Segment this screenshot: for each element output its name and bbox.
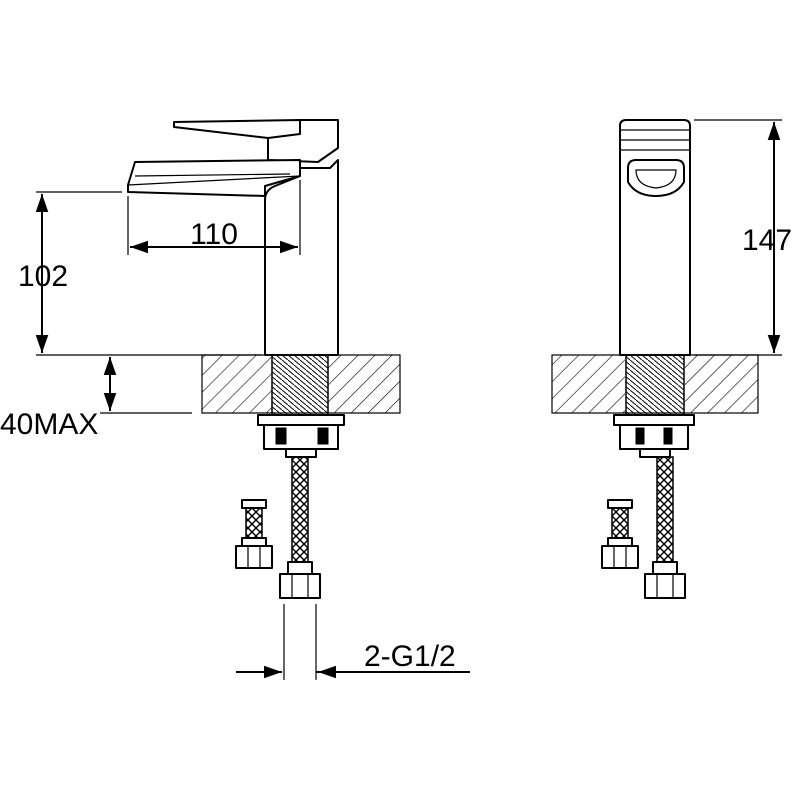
dim-deck-thickness: 40MAX xyxy=(0,357,192,441)
dim-spout-height-label: 102 xyxy=(18,260,68,293)
side-hose-secondary xyxy=(601,499,639,569)
dim-spout-reach: 110 xyxy=(127,180,301,255)
side-hose-main xyxy=(644,456,686,599)
front-view: 110 102 40MAX 2-G1/2 xyxy=(0,119,470,680)
front-hose-main xyxy=(279,456,321,599)
dim-connection: 2-G1/2 xyxy=(236,604,470,680)
side-view: 147 xyxy=(551,119,792,599)
dim-deck-thickness-label: 40MAX xyxy=(0,408,98,441)
dim-connection-label: 2-G1/2 xyxy=(364,640,456,673)
front-threaded-shank xyxy=(271,354,329,416)
side-faucet-body xyxy=(619,119,691,356)
front-deck-section xyxy=(201,354,401,414)
front-mounting-nut xyxy=(257,414,345,458)
side-deck-section xyxy=(551,354,759,414)
dim-overall-height: 147 xyxy=(694,119,792,356)
side-mounting-nut xyxy=(613,414,695,458)
front-faucet-body xyxy=(127,119,339,356)
front-hose-secondary xyxy=(235,499,273,569)
dim-spout-height: 102 xyxy=(18,191,262,356)
side-threaded-shank xyxy=(625,354,685,416)
dim-spout-reach-label: 110 xyxy=(190,218,238,251)
dim-overall-height-label: 147 xyxy=(742,224,792,257)
